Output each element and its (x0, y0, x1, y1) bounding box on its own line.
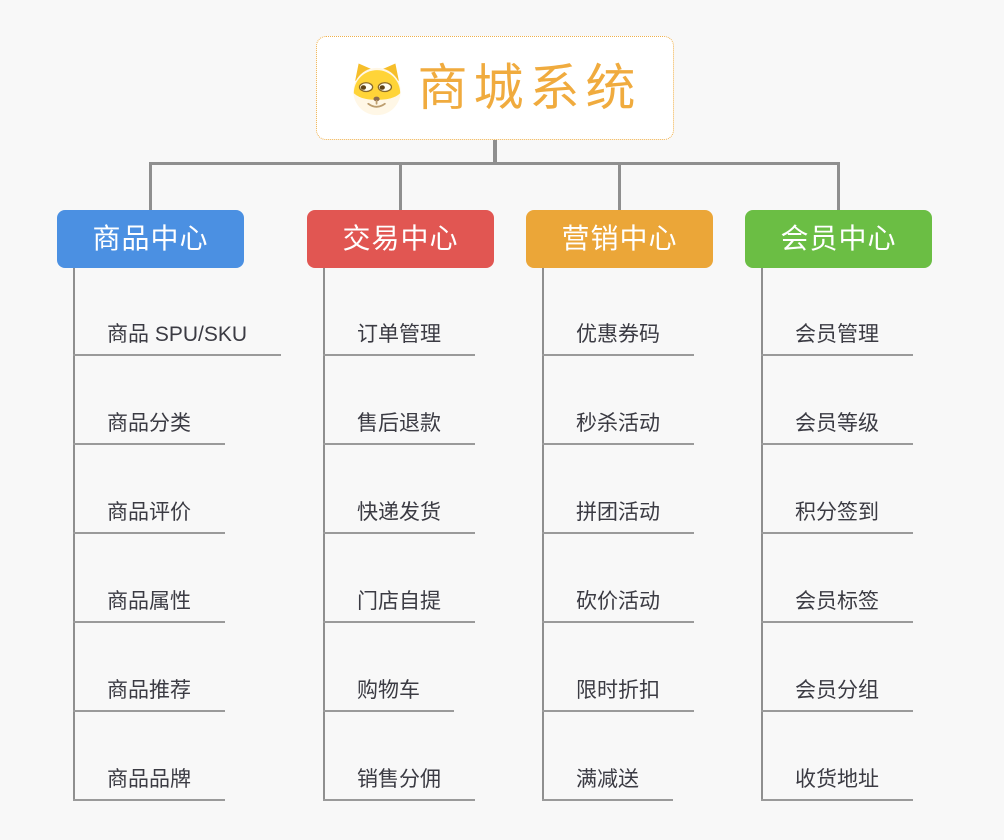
leaf-topic[interactable]: 销售分佣 (323, 766, 475, 801)
leaf-topic[interactable]: 购物车 (323, 677, 454, 712)
leaf-label: 商品品牌 (107, 768, 191, 791)
leaf-label: 会员等级 (795, 412, 879, 435)
leaf-label: 秒杀活动 (576, 412, 660, 435)
branch-drop-connector (837, 162, 840, 210)
leaf-topic[interactable]: 优惠券码 (542, 321, 694, 356)
leaf-topic[interactable]: 门店自提 (323, 588, 475, 623)
leaf-label: 售后退款 (357, 412, 441, 435)
branch-node[interactable]: 商品中心 (57, 210, 244, 268)
branch-label: 商品中心 (92, 223, 209, 254)
leaf-topic[interactable]: 拼团活动 (542, 499, 694, 534)
branch-drop-connector (618, 162, 621, 210)
leaf-label: 商品分类 (107, 412, 191, 435)
branch-drop-connector (149, 162, 152, 210)
leaf-topic[interactable]: 商品品牌 (73, 766, 225, 801)
leaf-topic[interactable]: 商品评价 (73, 499, 225, 534)
leaf-topic[interactable]: 会员标签 (761, 588, 913, 623)
leaf-topic[interactable]: 秒杀活动 (542, 410, 694, 445)
leaf-label: 快递发货 (357, 501, 441, 524)
leaf-topic[interactable]: 快递发货 (323, 499, 475, 534)
leaf-topic[interactable]: 限时折扣 (542, 677, 694, 712)
leaf-topic[interactable]: 满减送 (542, 766, 673, 801)
branch-trunk-connector (73, 268, 75, 801)
leaf-label: 满减送 (576, 768, 639, 791)
leaf-label: 优惠券码 (576, 323, 660, 346)
branch-trunk-connector (323, 268, 325, 801)
leaf-topic[interactable]: 会员管理 (761, 321, 913, 356)
leaf-topic[interactable]: 订单管理 (323, 321, 475, 356)
leaf-label: 购物车 (357, 679, 420, 702)
leaf-label: 订单管理 (357, 323, 441, 346)
leaf-topic[interactable]: 会员等级 (761, 410, 913, 445)
branch-drop-connector (399, 162, 402, 210)
root-node[interactable]: 商城系统 (316, 36, 674, 140)
leaf-label: 收货地址 (795, 768, 879, 791)
leaf-topic[interactable]: 商品分类 (73, 410, 225, 445)
leaf-label: 商品 SPU/SKU (107, 323, 248, 346)
leaf-label: 会员管理 (795, 323, 879, 346)
leaf-label: 拼团活动 (576, 501, 660, 524)
leaf-topic[interactable]: 收货地址 (761, 766, 913, 801)
leaf-label: 积分签到 (795, 501, 879, 524)
leaf-label: 商品评价 (107, 501, 191, 524)
branch-label: 会员中心 (780, 223, 897, 254)
leaf-topic[interactable]: 商品属性 (73, 588, 225, 623)
branch-label: 交易中心 (342, 223, 459, 254)
leaf-topic[interactable]: 商品 SPU/SKU (73, 321, 282, 356)
branch-trunk-connector (542, 268, 544, 801)
leaf-topic[interactable]: 售后退款 (323, 410, 475, 445)
branch-node[interactable]: 营销中心 (526, 210, 713, 268)
leaf-label: 商品推荐 (107, 679, 191, 702)
leaf-label: 会员标签 (795, 590, 879, 613)
doge-icon (349, 60, 405, 116)
leaf-label: 门店自提 (357, 590, 441, 613)
branch-node[interactable]: 交易中心 (307, 210, 494, 268)
leaf-topic[interactable]: 会员分组 (761, 677, 913, 712)
leaf-topic[interactable]: 砍价活动 (542, 588, 694, 623)
leaf-label: 销售分佣 (357, 768, 441, 791)
leaf-topic[interactable]: 商品推荐 (73, 677, 225, 712)
root-stem-connector (493, 140, 497, 165)
branch-bus-connector (149, 162, 840, 165)
branch-node[interactable]: 会员中心 (745, 210, 932, 268)
leaf-label: 砍价活动 (576, 590, 660, 613)
branch-label: 营销中心 (561, 223, 678, 254)
leaf-label: 会员分组 (795, 679, 879, 702)
leaf-topic[interactable]: 积分签到 (761, 499, 913, 534)
branch-trunk-connector (761, 268, 763, 801)
leaf-label: 限时折扣 (576, 679, 660, 702)
root-topic-label: 商城系统 (417, 60, 642, 116)
leaf-label: 商品属性 (107, 590, 191, 613)
